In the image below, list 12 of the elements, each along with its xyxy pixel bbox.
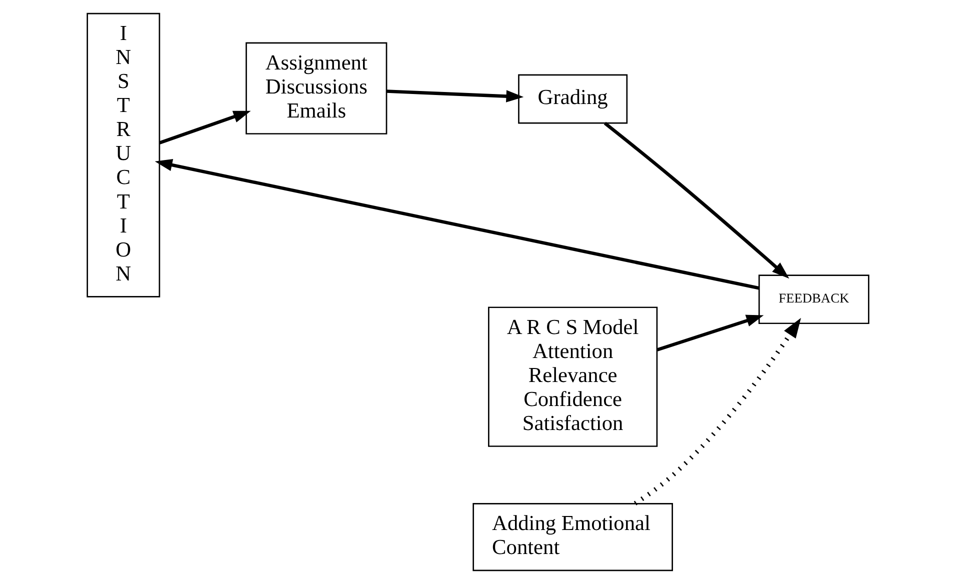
arrow <box>154 159 760 290</box>
arrow <box>634 318 801 506</box>
node-box: FEEDBACK <box>758 274 870 324</box>
node-box: Adding Emotional Content <box>472 503 673 572</box>
node-box: Assignment Discussions Emails <box>246 42 388 134</box>
node-box: I N S T R U C T I O N <box>86 12 160 298</box>
node-box: Grading <box>518 74 628 124</box>
arrow <box>604 122 790 279</box>
arrow <box>386 90 524 102</box>
node-box: A R C S Model Attention Relevance Confidence Satisfaction <box>488 306 658 447</box>
arrow <box>159 110 251 144</box>
arrow <box>656 314 764 352</box>
